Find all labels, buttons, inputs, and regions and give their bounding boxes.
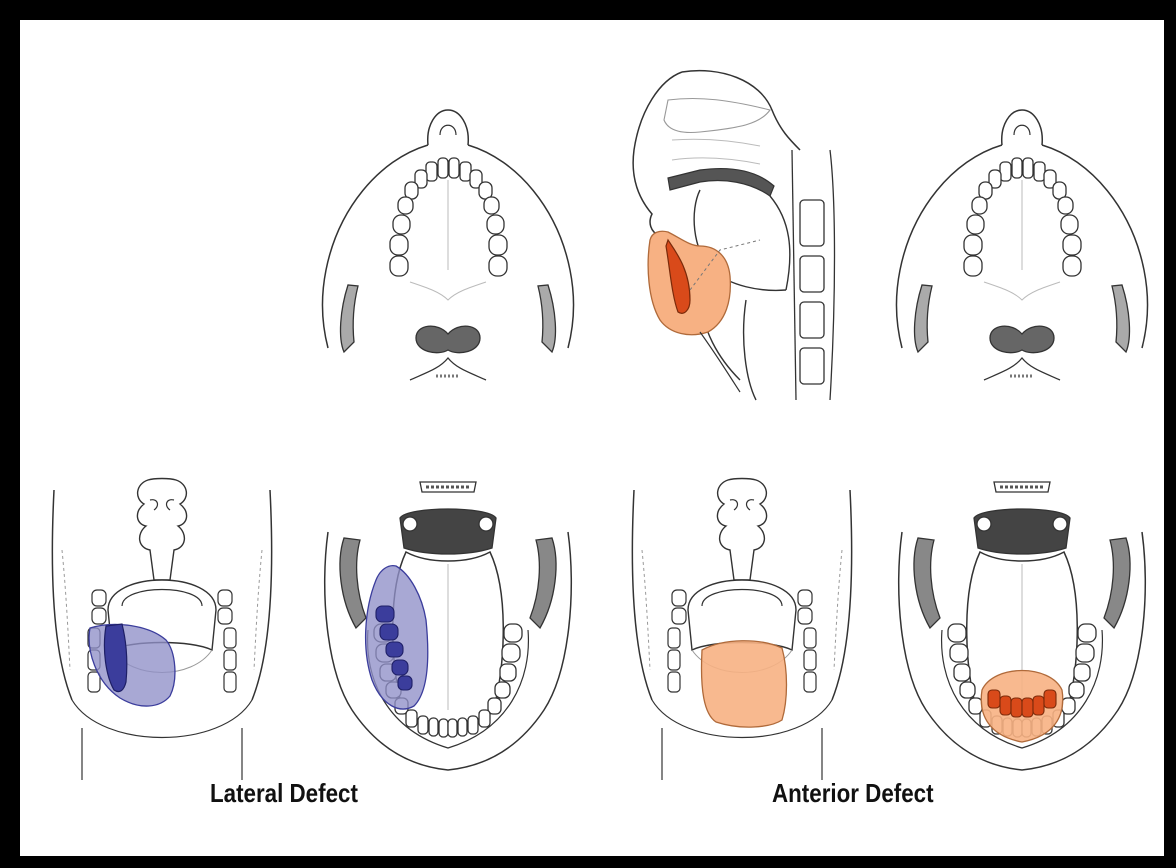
lateral-coronal [52, 479, 271, 781]
anterior-coronal [632, 479, 851, 781]
lateral-axial [325, 482, 572, 770]
axial-reference-left [322, 110, 573, 380]
anterior-axial [899, 482, 1146, 770]
anterior-sagittal [633, 71, 834, 400]
caption-anterior-defect: Anterior Defect [772, 778, 934, 809]
axial-reference-right [896, 110, 1147, 380]
caption-lateral-defect: Lateral Defect [210, 778, 358, 809]
